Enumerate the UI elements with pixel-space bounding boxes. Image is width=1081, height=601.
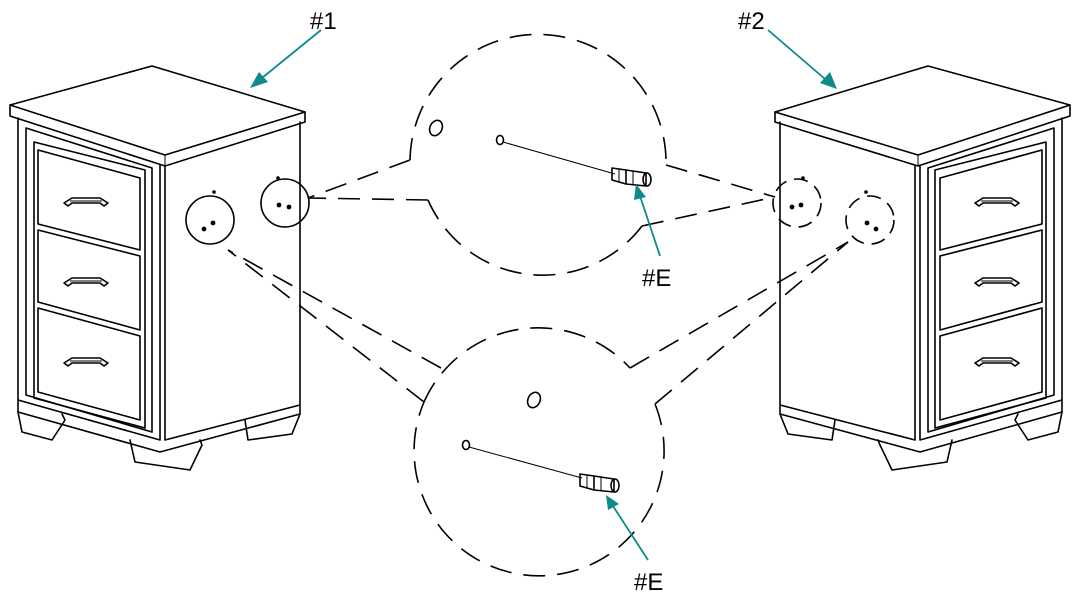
label-connector-upper: #E: [642, 265, 671, 292]
callout-source-upper-2: [772, 178, 822, 228]
leader-arrow-2: [767, 29, 837, 89]
detail-callout-lower: [227, 241, 849, 577]
leader-arrow-1: [250, 29, 322, 88]
label-nightstand-2: #2: [738, 8, 765, 35]
dowel-connector-icon: [579, 473, 620, 493]
nightstand-2: [772, 65, 1071, 471]
callout-source-upper-1: [260, 178, 310, 228]
callout-source-lower-2: [845, 195, 895, 245]
leader-arrow-e-upper: [634, 184, 661, 257]
leader-arrow-e-lower: [606, 495, 649, 561]
label-nightstand-1: #1: [310, 8, 337, 35]
callout-source-lower-1: [185, 195, 235, 245]
detail-callout-upper: [307, 33, 776, 276]
nightstand-1: [9, 65, 310, 471]
label-connector-lower: #E: [634, 569, 663, 596]
dowel-connector-icon: [611, 167, 652, 187]
